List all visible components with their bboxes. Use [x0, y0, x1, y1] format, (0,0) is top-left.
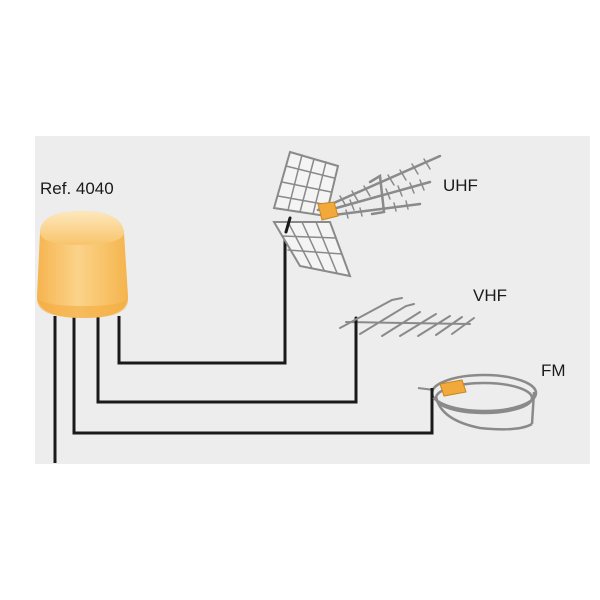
vhf-antenna-icon	[339, 297, 475, 337]
uhf-antenna-icon	[272, 150, 442, 278]
fm-label: FM	[541, 361, 566, 380]
fm-cable	[72, 316, 434, 435]
vhf-cable	[96, 316, 358, 404]
cable-group	[53, 228, 434, 463]
fm-loop-antenna-icon	[417, 373, 538, 431]
masthead-amplifier-icon	[37, 211, 128, 318]
vhf-label: VHF	[473, 286, 507, 305]
uhf-cable	[117, 228, 287, 365]
amplifier-model-label: Ref. 4040	[40, 179, 114, 198]
uhf-label: UHF	[443, 176, 478, 195]
